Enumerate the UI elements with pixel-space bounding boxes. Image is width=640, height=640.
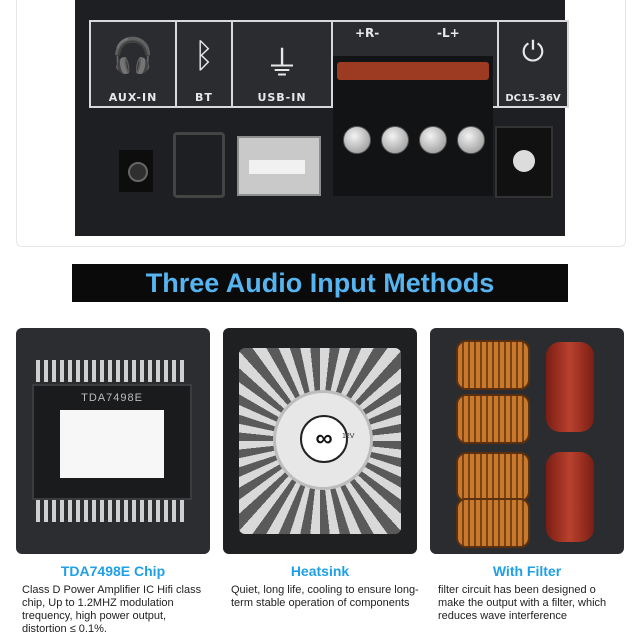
inductor-coil [456,394,530,444]
feature-title-filter: With Filter [492,563,562,579]
bluetooth-icon: ᛒ [193,36,215,76]
usb-in-port: ⏚ USB-IN [233,22,333,106]
terminal-screw [343,126,371,154]
aux-in-port: 🎧 AUX-IN [91,22,177,106]
dc-power-port: ⏻ DC15-36V [499,22,567,106]
amplifier-chip: TDA7498E [32,384,192,500]
chip-pins-bottom [36,500,186,522]
chip-pins-top [36,360,186,382]
chip-marking: TDA7498E [81,392,143,404]
cooling-fan: ∞ 12V [273,390,373,490]
port-panel: 🎧 AUX-IN ᛒ BT ⏚ USB-IN +R- -L+ ⏻ DC15-36… [89,20,569,108]
feature-desc-heatsink: Quiet, long life, cooling to ensure long… [231,584,419,609]
dc-voltage-label: DC15-36V [505,93,561,104]
power-icon: ⏻ [521,36,545,67]
bt-port: ᛒ BT [177,22,233,106]
filter-capacitor [546,452,594,542]
chip-photo: TDA7498E [16,328,210,554]
product-photo-top: 🎧 AUX-IN ᛒ BT ⏚ USB-IN +R- -L+ ⏻ DC15-36… [16,0,626,247]
inductor-coil [456,498,530,548]
fan-voltage-marking: 12V [342,433,355,440]
inductor-coil [456,340,530,390]
banner-title: Three Audio Input Methods [145,268,495,298]
filter-photo [430,328,624,554]
heatsink-photo: ∞ 12V [223,328,417,554]
terminal-screw [419,126,447,154]
aux-jack-hole [128,162,148,182]
bluetooth-antenna [173,132,225,198]
inductor-coil [456,452,530,502]
speaker-left-label: -L+ [437,26,460,40]
aux-in-label: AUX-IN [108,91,158,104]
terminal-cover [337,62,489,80]
usb-in-label: USB-IN [257,91,307,104]
usb-icon: ⏚ [265,45,299,83]
dc-jack-hole [513,150,535,172]
terminal-screw [457,126,485,154]
filter-capacitor [546,342,594,432]
bt-label: BT [195,91,213,104]
section-banner: Three Audio Input Methods [72,264,568,302]
usb-socket-tongue [249,160,305,174]
feature-title-chip: TDA7498E Chip [60,563,166,579]
speaker-right-label: +R- [355,26,380,40]
feature-title-heatsink: Heatsink [290,563,350,579]
feature-desc-filter: filter circuit has been designed o make … [438,584,607,622]
chip-thermal-pad [60,410,164,478]
aux-jack [119,150,153,192]
amplifier-board: 🎧 AUX-IN ᛒ BT ⏚ USB-IN +R- -L+ ⏻ DC15-36… [75,0,569,236]
terminal-screw [381,126,409,154]
dc-jack [495,126,553,198]
fan-logo-icon: ∞ [300,415,348,463]
feature-desc-chip: Class D Power Amplifier IC Hifi class ch… [22,584,202,635]
speaker-terminals-panel: +R- -L+ [333,22,499,106]
headphone-jack-icon: 🎧 [111,37,155,75]
usb-socket [237,136,321,196]
speaker-terminal-block [333,56,493,196]
